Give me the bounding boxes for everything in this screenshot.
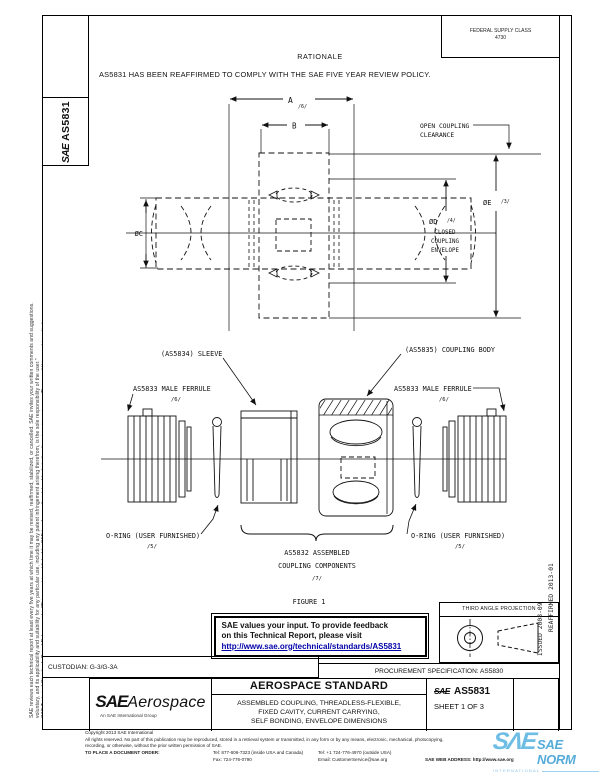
- rights-line-1: All rights reserved. No part of this pub…: [85, 736, 444, 742]
- assembled-label-2: COUPLING COMPONENTS: [278, 562, 356, 570]
- sleeve-label: (AS5834) SLEEVE: [161, 350, 222, 358]
- document-number-cell: SAE AS5831 SHEET 1 OF 3: [427, 679, 514, 731]
- figure-caption: FIGURE 1: [293, 598, 326, 606]
- aerospace-logo-text: Aerospace: [127, 694, 206, 711]
- dim-a-note: /6/: [298, 104, 307, 110]
- copyright-line: Copyright 2013 SAE International: [85, 730, 154, 735]
- title-block: SAE Aerospace An SAE International Group…: [89, 678, 559, 731]
- rationale-heading: RATIONALE: [297, 52, 343, 61]
- margin-disclaimer-line-3: SAE reviews each technical report at lea…: [29, 302, 35, 718]
- feedback-url-link[interactable]: http://www.sae.org/technical/standards/A…: [221, 641, 402, 651]
- oring-right-note: /5/: [455, 544, 465, 550]
- assembled-label-1: AS5832 ASSEMBLED: [284, 549, 349, 557]
- corner-empty-cell: [43, 16, 88, 98]
- open-coupling-label-2: CLEARANCE: [420, 132, 454, 139]
- feedback-box: SAE values your input. To provide feedba…: [211, 613, 429, 659]
- oring-right-label: O-RING (USER FURNISHED): [411, 532, 505, 540]
- feedback-text-2: on this Technical Report, please visit: [221, 631, 362, 640]
- coupling-body-label: (AS5835) COUPLING BODY: [405, 346, 495, 354]
- sae-logo: SAE: [95, 692, 128, 711]
- empty-cell: [514, 679, 559, 731]
- issued-date: ISSUED 2008-09: [537, 602, 544, 656]
- doc-number: AS5831: [453, 686, 491, 697]
- sae-norm-subtext: INTERNATIONAL: [493, 768, 541, 773]
- dim-a-label: A: [288, 96, 293, 105]
- ferrule-left-label: AS5833 MALE FERRULE: [133, 385, 211, 393]
- margin-disclaimer-line-2: voluntary, and its applicability and sui…: [35, 358, 41, 718]
- sae-norm-watermark: SΛE SAE NORM INTERNATIONAL: [491, 728, 599, 773]
- ferrule-left-note: /6/: [171, 397, 181, 403]
- watermark-divider-line: [542, 770, 599, 772]
- standard-title-cell: AEROSPACE STANDARD ASSEMBLED COUPLING, T…: [212, 679, 427, 731]
- assembled-note: /7/: [312, 576, 322, 582]
- rationale-text: AS5831 HAS BEEN REAFFIRMED TO COMPLY WIT…: [99, 70, 431, 79]
- feedback-text-1: SAE values your input. To provide feedba…: [221, 620, 389, 630]
- ferrule-right-label: AS5833 MALE FERRULE: [394, 385, 472, 393]
- tel-outside: Tel: +1 724-776-4970 (outside USA): [318, 750, 392, 755]
- fsc-label: FEDERAL SUPPLY CLASS: [469, 28, 532, 34]
- fsc-number: 4730: [494, 34, 507, 41]
- email-address: Email: CustomerService@sae.org: [318, 757, 388, 762]
- dim-d-caption-2: COUPLING: [431, 239, 459, 245]
- dim-d-caption-3: ENVELOPE: [431, 248, 459, 254]
- sheet-number: SHEET 1 OF 3: [434, 702, 484, 711]
- sae-norm-name: SAE NORM: [537, 737, 576, 767]
- order-label: TO PLACE A DOCUMENT ORDER:: [85, 750, 160, 755]
- sae-norm-logo-icon: SΛE: [491, 728, 537, 755]
- oring-left-label: O-RING (USER FURNISHED): [106, 532, 200, 540]
- drawing-sheet-border: SAE AS5831 FEDERAL SUPPLY CLASS 4730 RAT…: [42, 15, 572, 731]
- dim-e-note: /3/: [501, 199, 510, 205]
- ferrule-right-note: /6/: [439, 397, 449, 403]
- reaffirmed-date: REAFFIRMED 2013-01: [548, 563, 555, 632]
- oring-left-note: /5/: [147, 544, 157, 550]
- third-angle-projection-symbol: [457, 619, 539, 657]
- sae-logo-subtext: An SAE International Group: [100, 713, 157, 718]
- corner-strip: SAE AS5831: [43, 16, 89, 166]
- dim-d-caption-1: CLOSED: [435, 230, 456, 236]
- standard-heading: AEROSPACE STANDARD: [212, 679, 426, 695]
- inner-right-border: [559, 16, 560, 729]
- projection-box: THIRD ANGLE PROJECTION: [439, 602, 559, 663]
- open-coupling-label-1: OPEN COUPLING: [420, 123, 469, 130]
- web-address: SAE WEB ADDRESS: http://www.sae.org: [425, 757, 514, 762]
- corner-doc-cell: SAE AS5831: [43, 98, 88, 166]
- dim-c-label: ØC: [135, 230, 143, 238]
- sae-aerospace-logo-cell: SAE Aerospace An SAE International Group: [90, 679, 212, 731]
- dim-b-label: B: [292, 122, 297, 131]
- dim-d-note: /4/: [447, 218, 456, 224]
- dim-d-label: ØD: [429, 218, 437, 226]
- standard-title-line-1: ASSEMBLED COUPLING, THREADLESS-FLEXIBLE,: [237, 700, 401, 707]
- figure-1-drawing: A /6/ B ØC ØD /4/ CLOSED COUPLING ENVELO…: [101, 96, 541, 606]
- dim-e-label: ØE: [483, 199, 491, 207]
- tel-inside: Tel: 877-606-7323 (inside USA and Canada…: [213, 750, 304, 755]
- fax-number: Fax: 724-776-0790: [213, 757, 252, 762]
- projection-title: THIRD ANGLE PROJECTION: [440, 603, 558, 617]
- standard-title-line-3: SELF BONDING, ENVELOPE DIMENSIONS: [251, 718, 387, 725]
- doc-sae-logo: SAE: [434, 686, 450, 696]
- federal-supply-class-box: FEDERAL SUPPLY CLASS 4730: [441, 16, 559, 58]
- rights-line-2: recording, or otherwise, without the pri…: [85, 742, 223, 748]
- custodian-cell: CUSTODIAN: G-3/G-3A: [43, 656, 319, 678]
- procurement-spec-cell: PROCUREMENT SPECIFICATION: AS5830: [319, 663, 559, 678]
- standard-title-line-2: FIXED CAVITY, CURRENT CARRYING,: [258, 709, 380, 716]
